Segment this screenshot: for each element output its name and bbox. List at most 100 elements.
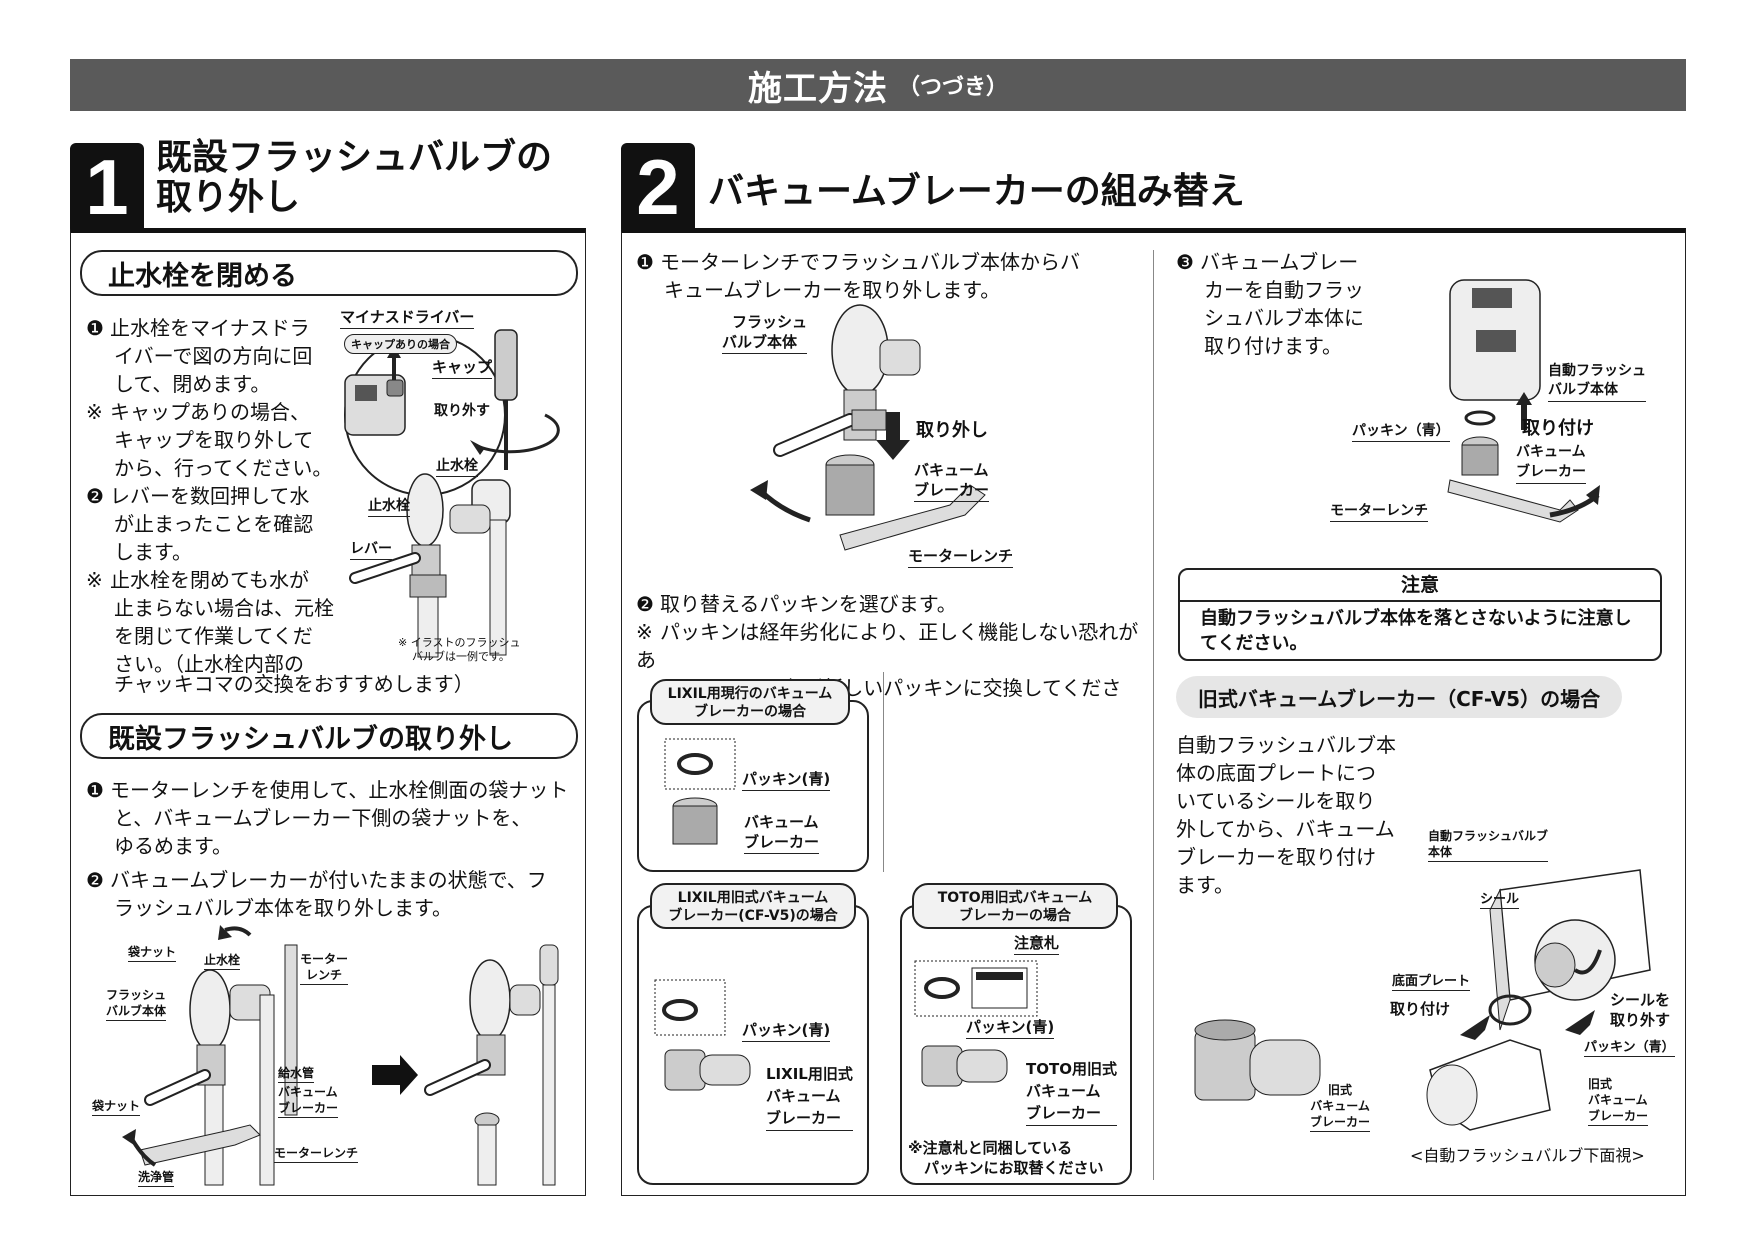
illustration-note-line: ※ イラストのフラッシュ (398, 636, 521, 649)
label-wrench-1: モーターレンチ (300, 951, 349, 985)
label-nut-2: 袋ナット (92, 1097, 141, 1116)
step2-panel (621, 228, 1686, 1196)
case-a-illustration (664, 738, 736, 845)
vb-attach-illustration (1447, 279, 1600, 523)
text-line: 止水栓を閉めても水が (110, 568, 309, 592)
valve-removal-illustration (122, 925, 559, 1186)
bottom-view-caption: <自動フラッシュバルブ下面視> (1410, 1146, 1645, 1165)
label-line: ブレーカー (744, 832, 820, 854)
text-line: モーターレンチでフラッシュバルブ本体からバ (660, 250, 1080, 274)
subsection-close-stopcock: 止水栓を閉める (80, 250, 578, 296)
label-line: バルブ本体 (722, 332, 808, 354)
case-lixil-old-tag: LIXIL用旧式バキュームブレーカー(CF-V5)の場合 (650, 883, 856, 929)
label-line: ブレーカー (1310, 1114, 1371, 1132)
text-line: パッキンは経年劣化により、正しく機能しない恐れがあ (636, 620, 1139, 672)
label-line: バキューム (744, 813, 819, 831)
text-line: して、閉めます。 (114, 372, 271, 396)
text-line: ラッシュバルブ本体を取り外します。 (114, 896, 452, 920)
text-line: バキュームブレーカーが付いたままの状態で、フ (110, 868, 547, 892)
label-nut-1: 袋ナット (128, 943, 177, 962)
text-line: カーを自動フラッ (1204, 278, 1364, 302)
label-wrench: モーターレンチ (908, 545, 1014, 568)
label-line: フラッシュ (732, 313, 808, 331)
case-c-illustration (914, 960, 1038, 1087)
text-line: ブレーカーを取り付け (1176, 845, 1376, 869)
note-line: パッキンにお取替ください (924, 1159, 1104, 1177)
label-old-vb-b: 旧式バキュームブレーカー (1588, 1076, 1649, 1126)
tag-line: ブレーカーの場合 (694, 704, 806, 720)
text-line: ゆるめます。 (114, 834, 232, 858)
label-remove: 取り外し (916, 420, 988, 441)
cap-case-tag: キャップありの場合 (344, 334, 457, 354)
tag-line: LIXIL用旧式バキューム (677, 890, 829, 906)
text-line: ます。 (1176, 873, 1234, 897)
label-remove: 取り外す (434, 403, 490, 419)
text-line: から、行ってください。 (114, 456, 333, 480)
label-attach: 取り付け (1390, 1000, 1451, 1018)
case-c-note: ※注意札と同梱しているパッキンにお取替ください (908, 1138, 1104, 1178)
step1-title-line2: 取り外し (156, 177, 301, 218)
step1-panel (70, 228, 586, 1196)
text-line: 取り付けます。 (1204, 334, 1342, 358)
label-vacuum-breaker: バキュームブレーカー (1516, 442, 1586, 484)
text-line: 止水栓をマイナスドラ (110, 316, 310, 340)
label-old-vb-a: 旧式バキュームブレーカー (1310, 1082, 1371, 1132)
label-line: ブレーカー (1588, 1108, 1649, 1126)
note-line: ※注意札と同梱している (908, 1139, 1073, 1157)
label-auto-valve-body: 自動フラッシュバルブ本体 (1548, 362, 1646, 402)
text-line: します。 (114, 540, 192, 564)
page-subtitle: （つづき） (897, 75, 1008, 100)
label-line: 旧式 (1588, 1077, 1613, 1091)
column-divider (1153, 250, 1154, 1180)
subsection-title: 既設フラッシュバルブの取り外し (108, 723, 513, 755)
note-mark: ※ (636, 620, 653, 644)
case-divider (883, 672, 884, 872)
text-line: チャッキコマの交換をおすすめします） (114, 672, 474, 696)
step1-title-line1: 既設フラッシュバルブの (156, 137, 553, 178)
label-vacuum-breaker: バキュームブレーカー (744, 812, 820, 854)
label-line: モーター (300, 952, 349, 966)
step1-number: 1 (70, 143, 144, 231)
label-valve-body: フラッシュバルブ本体 (106, 987, 167, 1021)
label-caution-tag: 注意札 (1014, 932, 1060, 955)
text-line: シュバルブ本体に (1204, 306, 1364, 330)
tag-line: ブレーカー(CF-V5)の場合 (668, 908, 838, 924)
label-line: バキューム (766, 1087, 841, 1105)
caution-box: 注意 自動フラッシュバルブ本体を落とさないように注意し てください。 (1178, 568, 1662, 661)
text-line: 外してから、バキューム (1176, 817, 1395, 841)
subsection-remove-valve: 既設フラッシュバルブの取り外し (80, 713, 578, 759)
label-lever: レバー (350, 538, 392, 560)
label-seal-remove: シールを取り外す (1610, 990, 1670, 1030)
step2-number: 2 (621, 143, 695, 231)
label-vacuum-breaker: TOTO用旧式バキュームブレーカー (1026, 1058, 1117, 1126)
old-vb-text: 自動フラッシュバルブ本 体の底面プレートにつ いているシールを取り 外してから、… (1176, 731, 1406, 899)
label-packing: パッキン(青) (966, 1016, 1055, 1039)
label-line: ブレーカー (1026, 1102, 1117, 1126)
caution-title: 注意 (1180, 570, 1660, 602)
marker-1: ❶ (86, 316, 104, 340)
vb-removal-illustration (750, 304, 986, 551)
label-packing: パッキン（青） (1584, 1036, 1675, 1057)
text-line: キャップありの場合、 (110, 400, 310, 424)
text-line: いているシールを取り (1176, 789, 1376, 813)
label-line: バキューム (278, 1085, 338, 1099)
marker-2: ❷ (636, 592, 654, 616)
label-line: 旧式 (1328, 1083, 1353, 1097)
text-line: 自動フラッシュバルブ本 (1176, 733, 1396, 757)
illustration-note-line: バルブは一例です。 (412, 650, 510, 663)
step1-title: 既設フラッシュバルブの 取り外し (156, 138, 552, 218)
stopcock-illustration (344, 329, 560, 658)
label-line: ブレーカー (1516, 462, 1586, 484)
text-line: キュームブレーカーを取り外します。 (664, 278, 1001, 302)
label-stopcock: 止水栓 (204, 951, 241, 970)
case-lixil-current-tag: LIXIL用現行のバキュームブレーカーの場合 (650, 679, 850, 725)
step2-title: バキュームブレーカーの組み替え (708, 171, 1245, 212)
text-line: 体の底面プレートにつ (1176, 761, 1376, 785)
text-line: イバーで図の方向に回 (114, 344, 313, 368)
case-toto-old-tag: TOTO用旧式バキュームブレーカーの場合 (912, 883, 1118, 929)
label-wrench: モーターレンチ (1330, 500, 1428, 522)
label-line: 取り外す (1610, 1011, 1671, 1029)
